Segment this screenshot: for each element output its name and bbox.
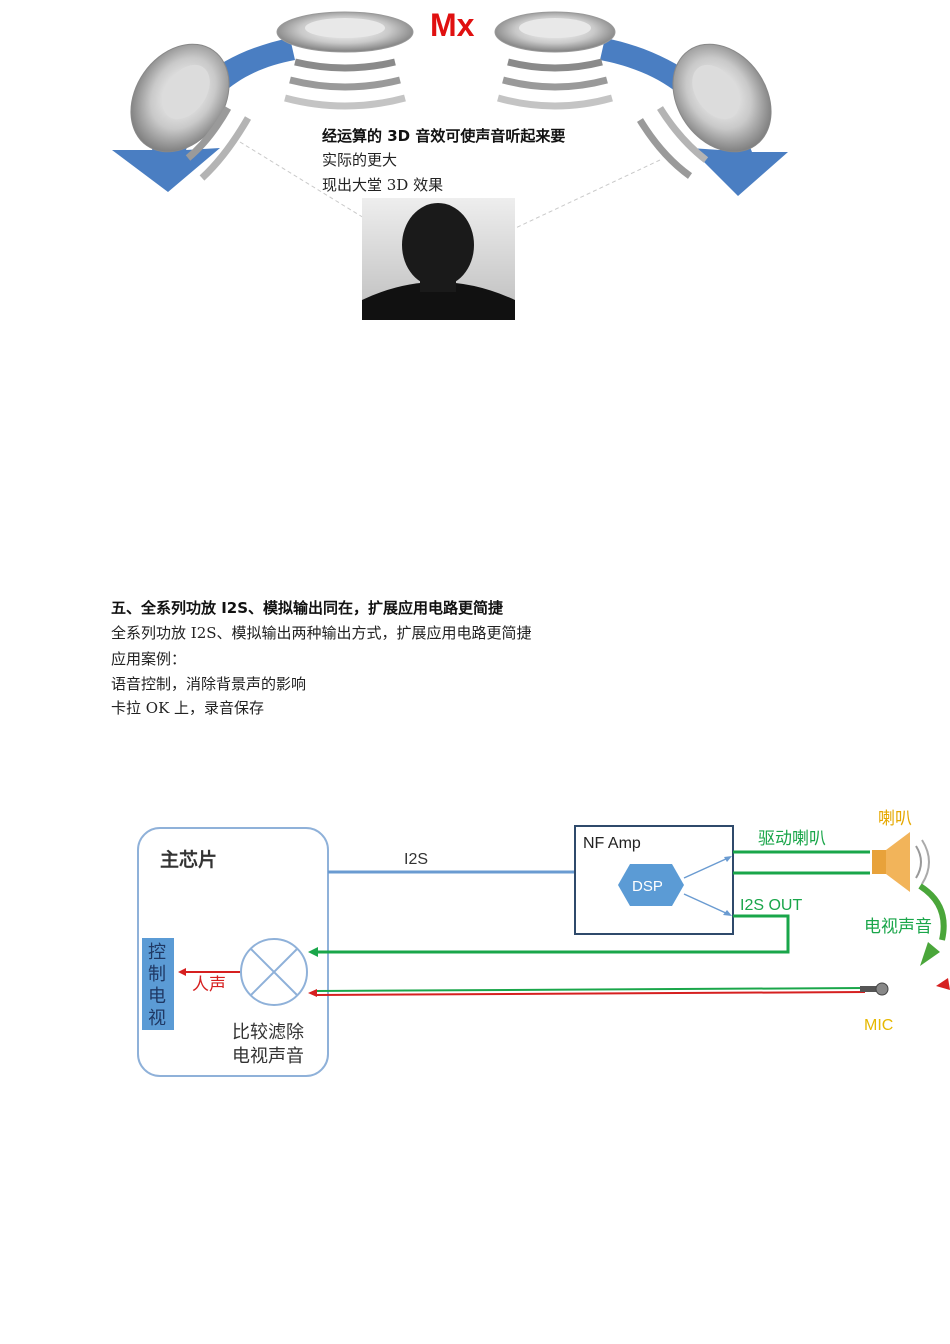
svg-text:视: 视 (148, 1008, 166, 1029)
dsp-label: DSP (632, 878, 663, 895)
right-arrow-shape (600, 38, 788, 196)
dsp-block (618, 864, 684, 906)
mic-icon (860, 982, 889, 996)
brand-logo: Mx (430, 7, 475, 43)
speaker-top-right-icon (494, 11, 616, 110)
figure-line-3: 现出大堂 3D 效果 (322, 176, 444, 194)
speaker-label: 喇叭 (878, 809, 912, 829)
control-tv-box (142, 938, 174, 1030)
speaker-icon (872, 832, 930, 892)
speaker-right-icon (637, 43, 772, 179)
speaker-left-icon (130, 43, 252, 181)
figure-line-1: 经运算的 3D 音效可使声音听起来要 (322, 127, 566, 145)
listener-head-image (362, 198, 515, 320)
svg-text:控: 控 (148, 942, 166, 963)
tv-sound-label: 电视声音 (864, 917, 932, 937)
speaker-top-left-icon (276, 11, 414, 110)
voice-label: 人声 (192, 975, 226, 995)
i2s-out-label: I2S OUT (740, 897, 802, 914)
section-5-paragraph-2: 应用案例： (111, 650, 187, 668)
section-5-paragraph-4: 卡拉 OK 上，录音保存 (111, 699, 265, 717)
compare-label-2: 电视声音 (232, 1046, 304, 1067)
figure-line-2: 实际的更大 (322, 151, 398, 169)
main-chip-label: 主芯片 (160, 848, 217, 871)
svg-text:制: 制 (148, 964, 166, 985)
svg-text:电: 电 (148, 986, 166, 1007)
surround-sound-figure: Mx (112, 7, 788, 320)
block-diagram: 主芯片 控 制 电 视 人声 比较滤除 电视声音 I2S NF Amp DSP … (137, 809, 950, 1077)
mic-label: MIC (864, 1017, 893, 1034)
nf-amp-label: NF Amp (583, 835, 641, 852)
section-5-title: 五、全系列功放 I2S、模拟输出同在，扩展应用电路更简捷 (111, 599, 504, 617)
drive-speaker-label: 驱动喇叭 (758, 829, 826, 849)
i2s-label: I2S (404, 851, 428, 868)
control-tv-label: 控 制 电 视 (148, 942, 166, 1029)
compare-label-1: 比较滤除 (232, 1022, 304, 1043)
section-5-paragraph-1: 全系列功放 I2S、模拟输出两种输出方式，扩展应用电路更简捷 (111, 624, 532, 642)
section-5-paragraph-3: 语音控制，消除背景声的影响 (111, 675, 307, 693)
